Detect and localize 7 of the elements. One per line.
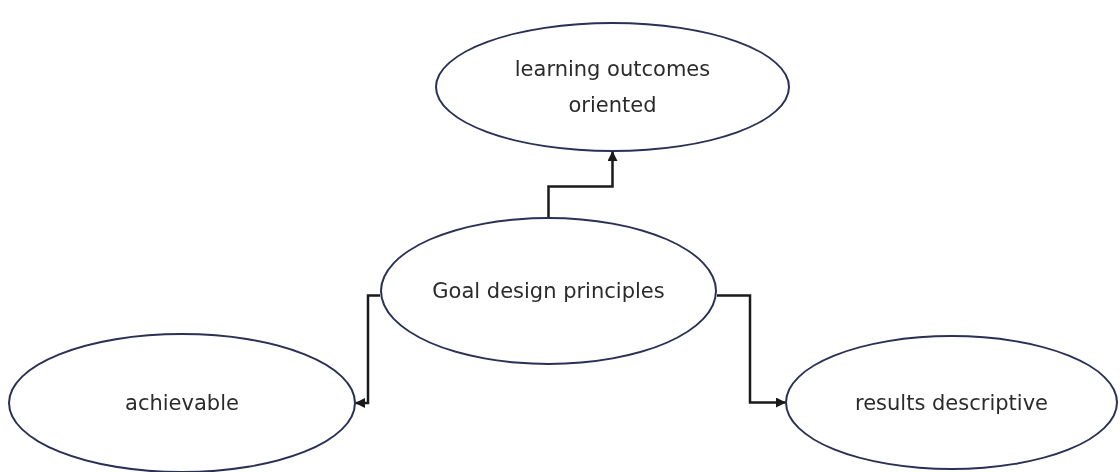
arrow [717,294,786,408]
node-label: achievable [125,390,239,417]
node-label: results descriptive [855,389,1048,417]
node-label: Goal design principles [432,278,665,305]
arrow [355,294,380,408]
arrow [547,151,618,217]
node-label: learning outcomes oriented [513,56,712,119]
